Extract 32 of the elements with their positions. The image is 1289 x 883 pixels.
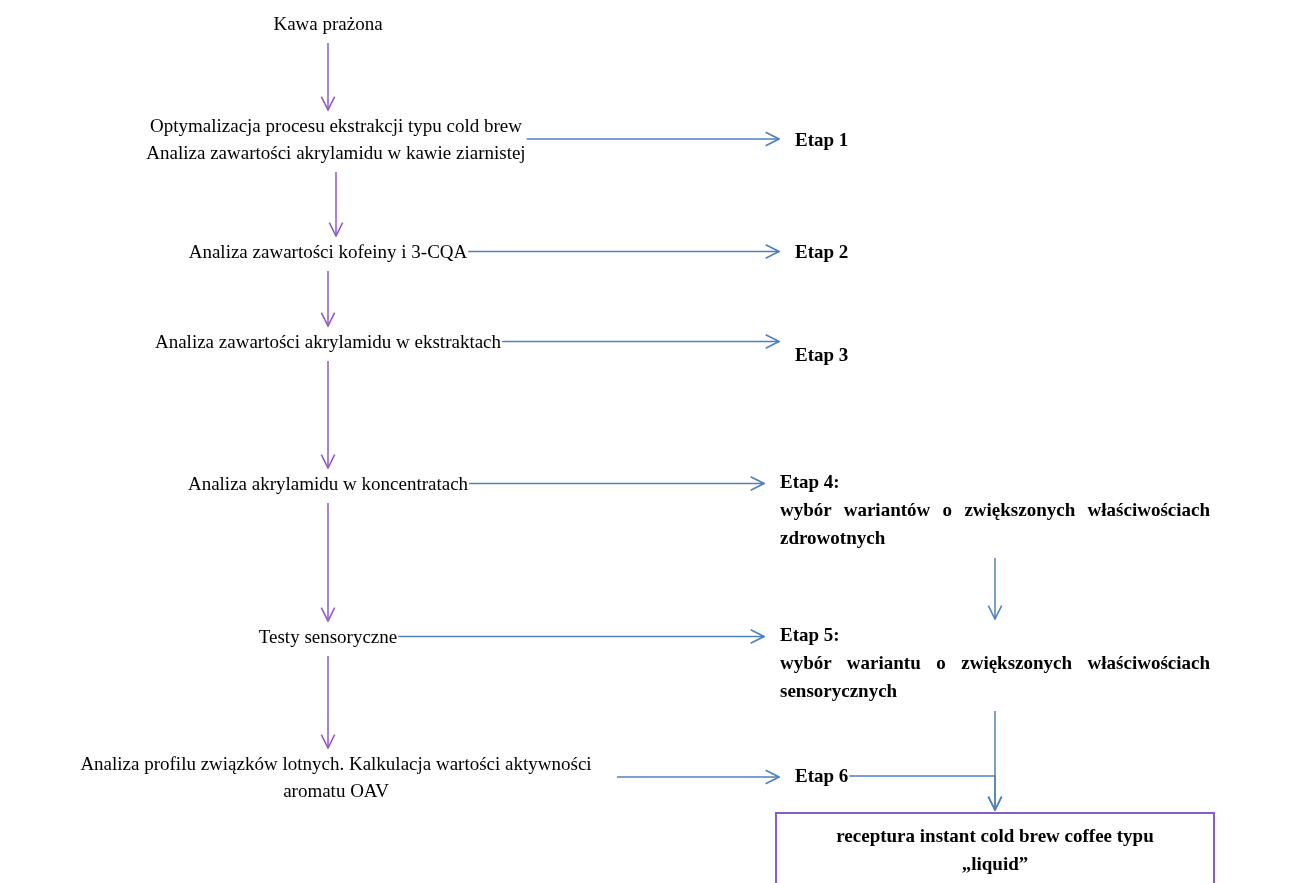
arrow xyxy=(397,629,765,644)
arrow xyxy=(468,476,765,491)
process-step-text: Optymalizacja procesu ekstrakcji typu cold brew xyxy=(149,114,523,138)
arrow xyxy=(525,131,780,147)
arrow xyxy=(501,334,780,349)
process-step-text: Testy sensoryczne xyxy=(258,625,398,649)
process-step-text: Analiza akrylamidu w koncentratach xyxy=(187,472,469,496)
process-step-text: Analiza zawartości akrylamidu w kawie ziarnistej xyxy=(146,141,526,165)
process-step-text: Analiza profilu związków lotnych. Kalkulacja wartości aktywności aromatu OAV xyxy=(79,752,593,803)
arrow xyxy=(328,171,344,237)
arrow xyxy=(320,270,336,327)
stage-label: Etap 4: xyxy=(780,470,841,494)
result-text: receptura instant cold brew coffee typu „liquid” xyxy=(835,824,1155,876)
process-step-text: Analiza zawartości akrylamidu w ekstraktach xyxy=(154,330,502,354)
stage-label: Etap 6 xyxy=(795,764,849,788)
stage-label: Etap 3 xyxy=(795,343,849,367)
process-step-text: Kawa prażona xyxy=(273,12,383,36)
arrow xyxy=(616,769,780,785)
arrow xyxy=(320,655,336,749)
stage-label: Etap 5: xyxy=(780,623,841,647)
arrow xyxy=(320,360,336,469)
process-step-text: Analiza zawartości kofeiny i 3-CQA xyxy=(188,240,468,264)
arrow xyxy=(320,42,336,111)
arrow xyxy=(467,244,780,259)
arrow xyxy=(320,502,336,622)
result-box xyxy=(775,812,1215,883)
stage-label: Etap 2 xyxy=(795,240,849,264)
stage-description: wybór wariantu o zwiększonych właściwościach sensorycznych xyxy=(780,651,1210,703)
arrow xyxy=(987,557,1003,620)
stage-label: Etap 1 xyxy=(795,128,849,152)
arrow xyxy=(848,775,1003,811)
stage-description: wybór wariantów o zwiększonych właściwościach zdrowotnych xyxy=(780,498,1210,550)
